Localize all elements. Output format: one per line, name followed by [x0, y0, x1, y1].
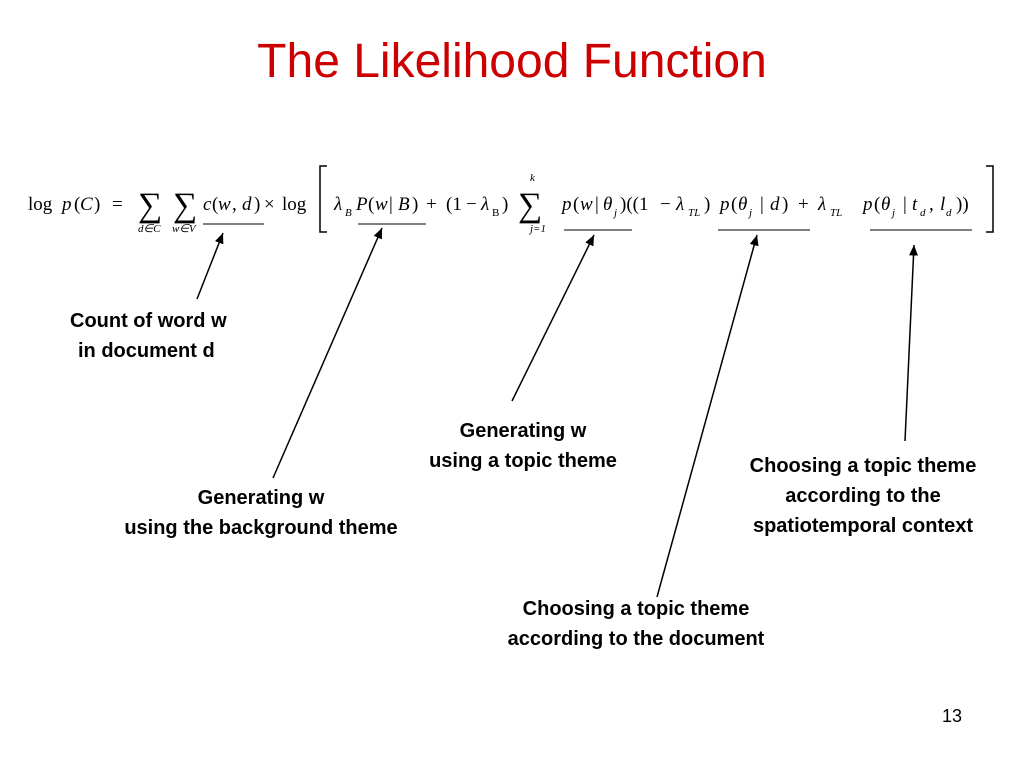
- svg-text:,: ,: [232, 194, 237, 215]
- svg-text:p: p: [560, 194, 572, 215]
- svg-text:c: c: [203, 194, 212, 215]
- annotation-count: Count of word w in document d: [70, 306, 227, 366]
- svg-text:d: d: [770, 194, 780, 215]
- svg-text:θ: θ: [881, 194, 890, 215]
- annotation-topic-line2: using a topic theme: [429, 450, 617, 472]
- svg-text:B: B: [492, 207, 499, 219]
- svg-text:−: −: [466, 194, 477, 215]
- annotation-context-line1: Choosing a topic theme: [749, 455, 977, 477]
- svg-text:TL: TL: [688, 207, 700, 219]
- svg-text:j=1: j=1: [528, 223, 546, 235]
- svg-text:w∈V: w∈V: [172, 223, 197, 235]
- annotation-topic: Generating w using a topic theme: [400, 416, 646, 476]
- svg-text:p: p: [60, 194, 72, 215]
- svg-text:(: (: [368, 194, 374, 215]
- annotation-document-line2: according to the document: [507, 628, 765, 650]
- svg-text:): ): [254, 194, 260, 215]
- svg-text:λ: λ: [333, 194, 342, 215]
- svg-text:|: |: [595, 194, 599, 215]
- svg-text:w: w: [375, 194, 388, 215]
- svg-text:): ): [704, 194, 710, 215]
- annotation-background: Generating w using the background theme: [80, 483, 442, 543]
- annotation-count-line2: in document d: [78, 340, 215, 362]
- svg-text:(: (: [874, 194, 880, 215]
- svg-text:|: |: [389, 194, 393, 215]
- svg-text:λ: λ: [675, 194, 684, 215]
- svg-text:B: B: [398, 194, 410, 215]
- annotation-context: Choosing a topic theme according to the …: [713, 451, 1013, 541]
- svg-text:p: p: [861, 194, 873, 215]
- svg-text:θ: θ: [738, 194, 747, 215]
- annotation-background-line2: using the background theme: [124, 517, 398, 539]
- annotation-background-line1: Generating w: [197, 487, 325, 509]
- svg-text:): ): [412, 194, 418, 215]
- svg-text:+: +: [426, 194, 437, 215]
- svg-text:)): )): [956, 194, 969, 215]
- svg-text:|: |: [760, 194, 764, 215]
- svg-text:∑: ∑: [173, 187, 197, 224]
- svg-text:j: j: [612, 207, 617, 219]
- svg-text:C: C: [80, 194, 93, 215]
- svg-text:l: l: [940, 194, 945, 215]
- svg-text:w: w: [218, 194, 231, 215]
- svg-text:d: d: [242, 194, 252, 215]
- svg-text:log: log: [28, 194, 53, 215]
- svg-text:log: log: [282, 194, 307, 215]
- svg-text:j: j: [747, 207, 752, 219]
- svg-text:t: t: [912, 194, 918, 215]
- svg-text:∑: ∑: [518, 187, 542, 224]
- arrow-document: [656, 234, 759, 598]
- page-number: 13: [941, 706, 962, 726]
- svg-text:k: k: [530, 172, 536, 184]
- svg-text:×: ×: [264, 194, 275, 215]
- annotation-document-line1: Choosing a topic theme: [522, 598, 750, 620]
- svg-text:−: −: [660, 194, 671, 215]
- annotation-context-line2: according to the: [785, 485, 941, 507]
- svg-text:d∈C: d∈C: [138, 223, 161, 235]
- arrow-context: [904, 244, 919, 442]
- svg-text:(1: (1: [446, 194, 462, 215]
- svg-text:(: (: [573, 194, 579, 215]
- svg-text:): ): [782, 194, 788, 215]
- svg-text:(: (: [731, 194, 737, 215]
- svg-text:j: j: [890, 207, 895, 219]
- svg-text:p: p: [718, 194, 730, 215]
- svg-text:(: (: [74, 194, 80, 215]
- svg-text:∑: ∑: [138, 187, 162, 224]
- svg-text:d: d: [920, 207, 926, 219]
- svg-text:λ: λ: [817, 194, 826, 215]
- svg-text:=: =: [112, 194, 123, 215]
- svg-text:d: d: [946, 207, 952, 219]
- svg-text:P: P: [355, 194, 368, 215]
- svg-text:,: ,: [929, 194, 934, 215]
- arrow-count: [196, 232, 224, 300]
- arrow-background: [272, 227, 383, 479]
- svg-text:λ: λ: [480, 194, 489, 215]
- arrow-topic: [511, 234, 595, 402]
- svg-text:)((1: )((1: [620, 194, 648, 215]
- annotation-context-line3: spatiotemporal context: [752, 515, 974, 537]
- svg-text:|: |: [903, 194, 907, 215]
- svg-text:): ): [94, 194, 100, 215]
- slide-title: The Likelihood Function: [257, 35, 767, 88]
- svg-text:θ: θ: [603, 194, 612, 215]
- annotation-topic-line1: Generating w: [459, 420, 587, 442]
- svg-text:B: B: [345, 207, 352, 219]
- svg-text:(: (: [212, 194, 218, 215]
- svg-text:w: w: [580, 194, 593, 215]
- svg-text:+: +: [798, 194, 809, 215]
- svg-text:): ): [502, 194, 508, 215]
- svg-text:TL: TL: [830, 207, 842, 219]
- annotation-count-line1: Count of word w: [70, 310, 227, 332]
- annotation-document: Choosing a topic theme according to the …: [466, 594, 806, 654]
